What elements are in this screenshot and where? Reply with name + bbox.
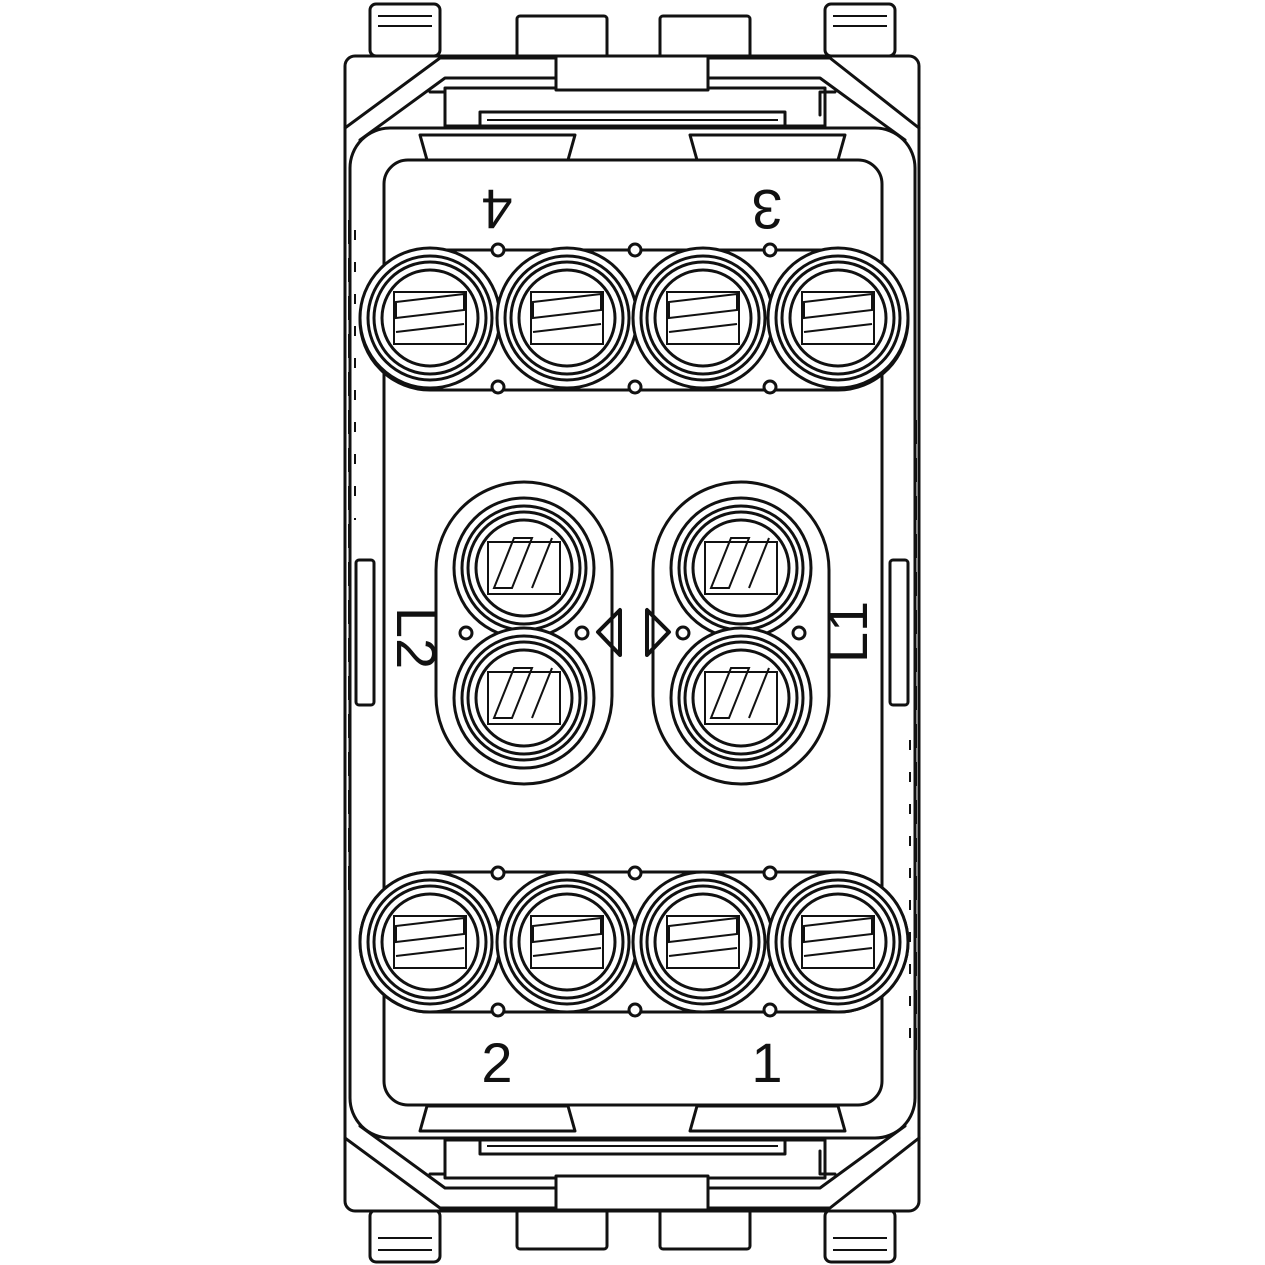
center-arrows bbox=[596, 608, 671, 657]
arrow-left-icon bbox=[596, 608, 622, 657]
terminal-label-bottom-right: 1 bbox=[751, 1031, 782, 1094]
bottom-footer bbox=[343, 1104, 921, 1212]
terminal-label-mid-right: L1 bbox=[816, 601, 879, 663]
terminal-label-top-left: 4 bbox=[481, 178, 512, 241]
notch bbox=[490, 865, 506, 881]
terminal-top-2 bbox=[495, 246, 639, 390]
notch bbox=[627, 865, 643, 881]
terminal-rows bbox=[358, 242, 910, 1018]
bottom-clips bbox=[368, 1203, 897, 1264]
notch bbox=[762, 865, 778, 881]
center-terminal-right-upper bbox=[669, 496, 813, 640]
notch bbox=[490, 1002, 506, 1018]
center-terminal-right-lower bbox=[669, 626, 813, 770]
center-terminals bbox=[434, 480, 831, 786]
center-terminal-left-lower bbox=[452, 626, 596, 770]
arrow-right-icon bbox=[645, 608, 671, 657]
center-terminal-left bbox=[434, 480, 614, 786]
terminal-row-bottom bbox=[358, 870, 910, 1014]
terminal-label-mid-left: L2 bbox=[385, 607, 448, 669]
notch bbox=[762, 379, 778, 395]
notch bbox=[490, 379, 506, 395]
notch bbox=[627, 379, 643, 395]
terminal-label-bottom-left: 2 bbox=[481, 1031, 512, 1094]
terminal-label-top-right: 3 bbox=[751, 178, 782, 241]
terminal-labels: 4 3 2 1 L2 L1 bbox=[385, 178, 879, 1094]
terminal-bottom-4 bbox=[766, 870, 910, 1014]
top-header bbox=[343, 54, 921, 162]
notch bbox=[762, 1002, 778, 1018]
terminal-bottom-2 bbox=[495, 870, 639, 1014]
terminal-top-3 bbox=[631, 246, 775, 390]
terminal-bottom-1 bbox=[358, 870, 502, 1014]
top-clips bbox=[368, 2, 897, 62]
side-tabs bbox=[354, 558, 910, 707]
notch bbox=[490, 242, 506, 258]
notch bbox=[762, 242, 778, 258]
center-terminal-right bbox=[651, 480, 831, 786]
side-hatching bbox=[348, 220, 917, 1050]
notch bbox=[627, 242, 643, 258]
notch bbox=[627, 1002, 643, 1018]
terminal-row-top bbox=[358, 246, 910, 392]
terminal-top-1 bbox=[358, 246, 502, 390]
terminal-bottom-3 bbox=[631, 870, 775, 1014]
center-terminal-left-upper bbox=[452, 496, 596, 640]
terminal-top-4 bbox=[766, 246, 910, 390]
